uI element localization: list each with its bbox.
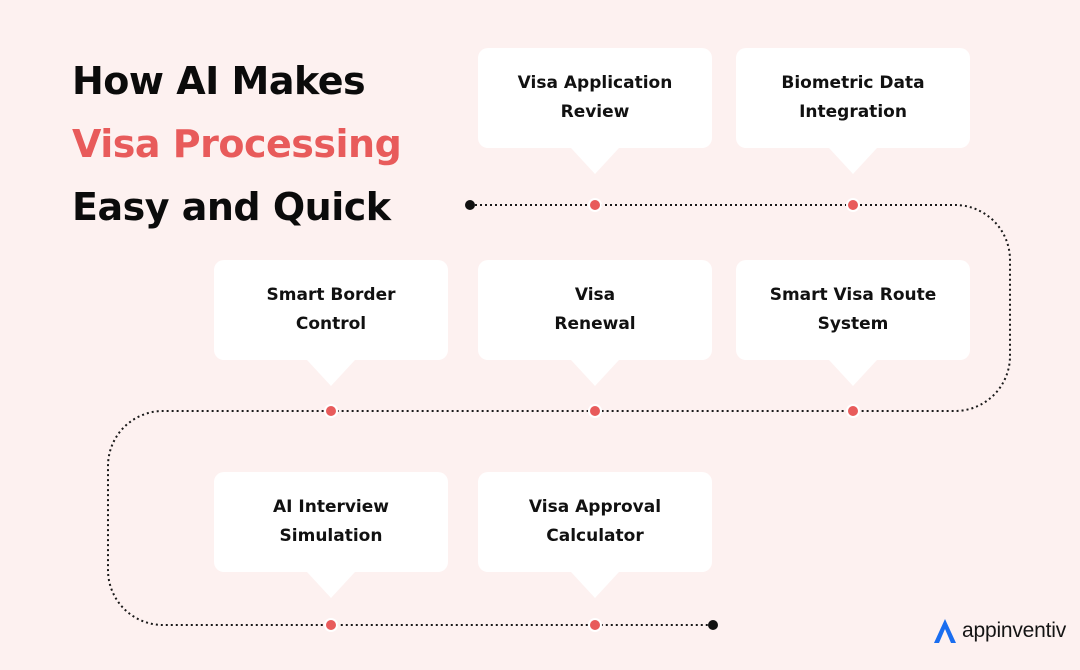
step-card-visa-approval-calculator: Visa Approval Calculator: [478, 472, 712, 598]
path-start-dot: [465, 200, 475, 210]
step-label: Smart Visa Route System: [769, 285, 937, 334]
step-label: Visa Application Review: [517, 73, 673, 122]
step-card-smart-visa-route-system: Smart Visa Route System: [736, 260, 970, 386]
step-card-ai-interview-simulation: AI Interview Simulation: [214, 472, 448, 598]
step-marker-smart-border-control: [324, 404, 338, 418]
step-label: Biometric Data Integration: [781, 73, 925, 122]
step-marker-visa-renewal: [588, 404, 602, 418]
step-card-smart-border-control: Smart Border Control: [214, 260, 448, 386]
title-line-2: Visa Processing: [72, 122, 402, 166]
path-end-dot: [708, 620, 718, 630]
brand-logo: appinventiv: [932, 617, 1066, 645]
step-card-visa-application-review: Visa Application Review: [478, 48, 712, 174]
step-marker-biometric-data-integration: [846, 198, 860, 212]
step-marker-ai-interview-simulation: [324, 618, 338, 632]
step-marker-smart-visa-route-system: [846, 404, 860, 418]
title-line-3: Easy and Quick: [72, 185, 391, 229]
appinventiv-logo-icon: [934, 619, 956, 643]
step-marker-visa-application-review: [588, 198, 602, 212]
step-card-biometric-data-integration: Biometric Data Integration: [736, 48, 970, 174]
step-label: Smart Border Control: [266, 285, 396, 334]
step-marker-visa-approval-calculator: [588, 618, 602, 632]
brand-name: appinventiv: [962, 619, 1067, 642]
step-card-visa-renewal: Visa Renewal: [478, 260, 712, 386]
step-label: Visa Approval Calculator: [528, 497, 662, 546]
title-line-1: How AI Makes: [72, 59, 366, 103]
step-label: Visa Renewal: [554, 285, 636, 334]
step-label: AI Interview Simulation: [272, 497, 389, 546]
